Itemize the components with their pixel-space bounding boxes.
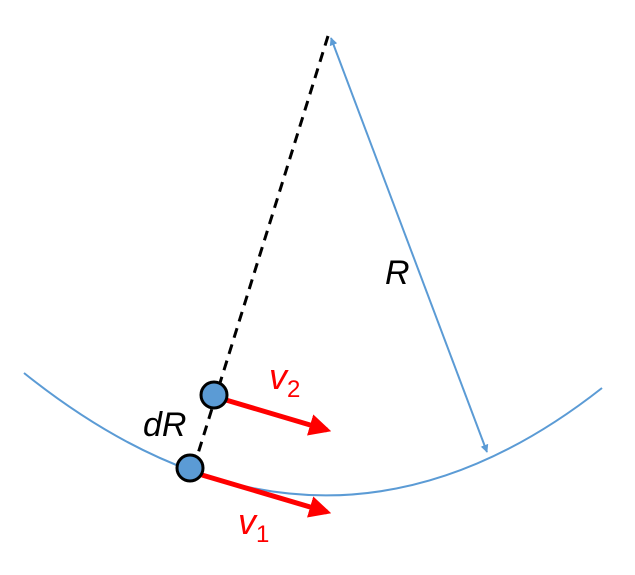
velocity-2-subscript: 2 (287, 376, 300, 403)
velocity-1-symbol: v (238, 501, 258, 542)
velocity-1-subscript: 1 (256, 521, 269, 548)
velocity-2-symbol: v (269, 356, 289, 397)
dashed-radius-line (194, 35, 330, 461)
radius-arrow (329, 37, 489, 453)
particle-1 (175, 453, 205, 483)
velocity-2-label: v2 (269, 356, 300, 403)
delta-radius-label: dR (143, 406, 186, 444)
velocity-1-label: v1 (238, 501, 269, 548)
particle-2 (199, 380, 229, 410)
radius-label: R (385, 254, 410, 292)
orbit-arc (23, 372, 603, 497)
velocity-1-arrow (201, 472, 332, 518)
velocity-2-arrow (225, 397, 332, 436)
